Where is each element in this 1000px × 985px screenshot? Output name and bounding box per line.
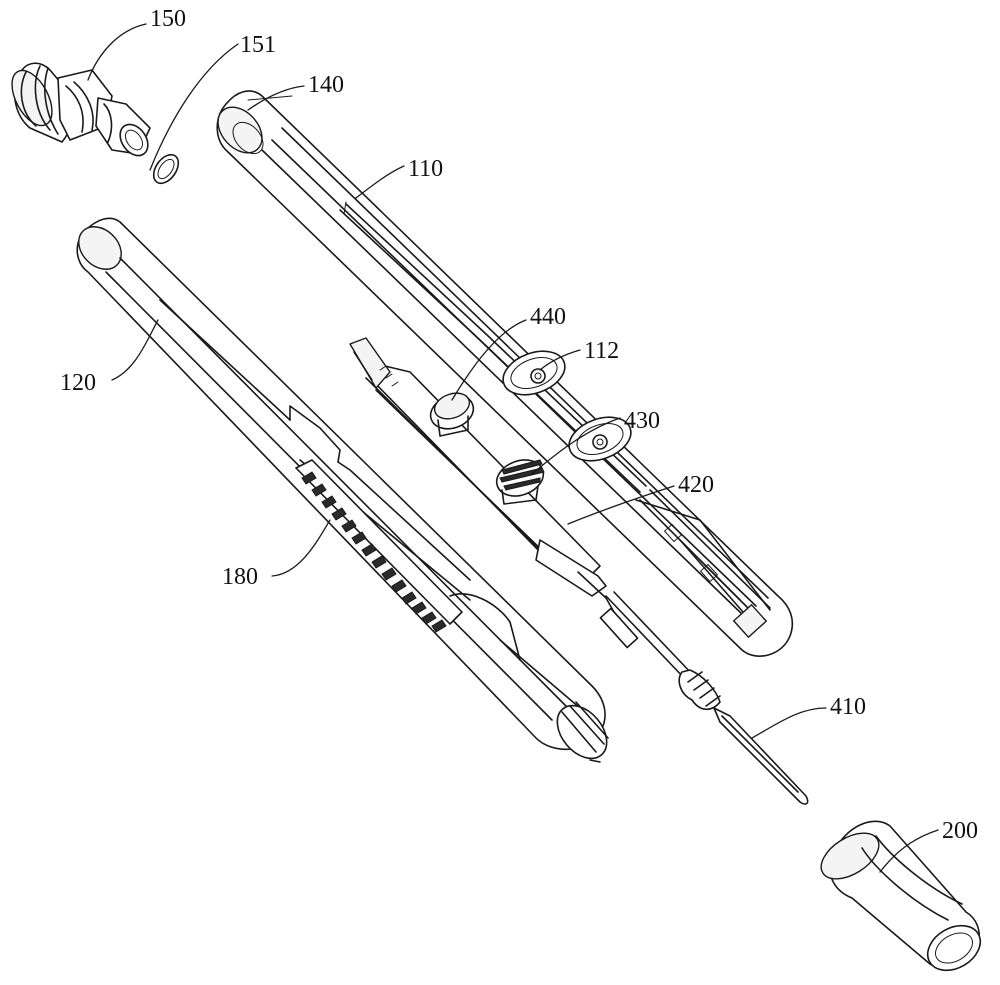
label-430: 430 (624, 408, 660, 434)
label-410: 410 (830, 694, 866, 720)
label-112: 112 (584, 338, 619, 364)
protective-cap-200 (813, 821, 988, 979)
upper-housing-110 (209, 91, 792, 656)
lower-housing-120 (70, 218, 616, 768)
leader-lines (88, 24, 938, 872)
tail-connector-150 (4, 63, 154, 161)
label-110: 110 (408, 156, 443, 182)
o-ring-151 (149, 150, 184, 188)
label-440: 440 (530, 304, 566, 330)
label-140: 140 (308, 72, 344, 98)
label-180: 180 (222, 564, 258, 590)
label-150: 150 (150, 6, 186, 32)
label-420: 420 (678, 472, 714, 498)
label-120: 120 (60, 370, 96, 396)
label-200: 200 (942, 818, 978, 844)
label-151: 151 (240, 32, 276, 58)
